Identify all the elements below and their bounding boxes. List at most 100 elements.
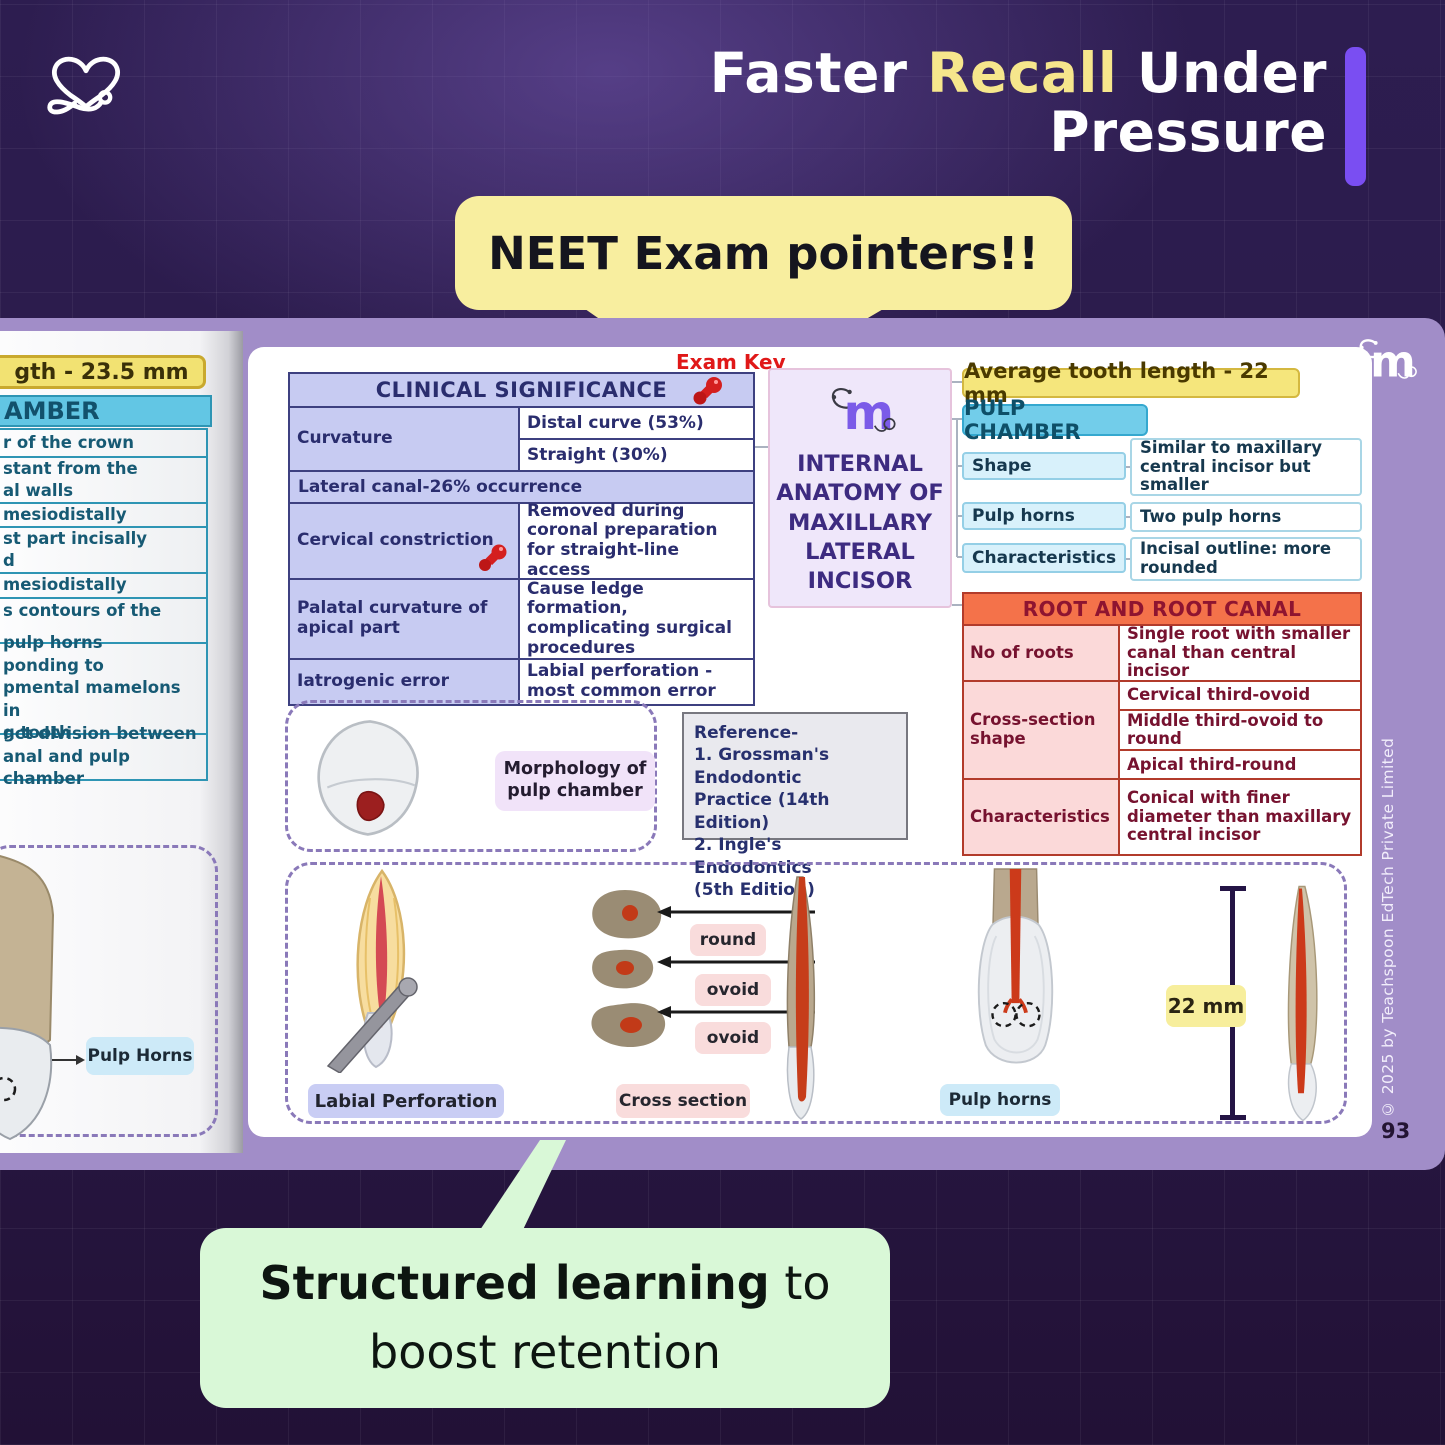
- brand-m-icon: m: [831, 385, 896, 441]
- shape-label-round: round: [690, 924, 766, 956]
- lateral-incisor-side-illustration: [1287, 885, 1318, 1122]
- morphology-panel: Morphology of pulp chamber: [285, 700, 657, 852]
- structured-callout-line2: boost retention: [369, 1325, 721, 1379]
- structured-callout-line1: Structured learning to: [259, 1249, 830, 1318]
- row-value: Single root with smaller canal than cent…: [1127, 624, 1351, 681]
- row-values: Cervical third-ovoid Middle third-ovoid …: [1120, 682, 1360, 778]
- row-value: Conical with finer diameter than maxilla…: [1127, 788, 1352, 845]
- clinical-table-title: CLINICAL SIGNIFICANCE: [290, 374, 753, 408]
- root-canal-table: ROOT AND ROOT CANAL No of roots Single r…: [962, 592, 1362, 856]
- exam-key-label: Exam Key: [676, 350, 786, 374]
- cross-section-arrows: [657, 906, 815, 1018]
- page-number: 93: [1381, 1119, 1411, 1143]
- table-row-full: Lateral canal-26% occurrence: [290, 472, 753, 504]
- accent-bar: [1345, 47, 1366, 186]
- pulp-row-value: Similar to maxillary central incisor but…: [1130, 438, 1362, 496]
- brand-m-icon-white: m: [1359, 337, 1417, 387]
- title-white-2: Under: [1117, 41, 1327, 105]
- crown-morphology-illustration: [317, 720, 419, 836]
- left-pulp-horns-label: Pulp Horns: [86, 1037, 194, 1075]
- row-label: Iatrogenic error: [290, 660, 520, 704]
- row-value: Labial perforation - most common error: [527, 661, 716, 701]
- bottom-illustration-panel: [285, 862, 1347, 1124]
- svg-text:m: m: [1370, 337, 1415, 387]
- shape-label-ovoid-2: ovoid: [695, 1022, 771, 1054]
- main-page: Exam Key CLINICAL SIGNIFICANCE Curvature…: [248, 347, 1372, 1137]
- table-row: Cervical constriction Removed during cor…: [290, 500, 753, 580]
- left-tooth-illustration: [0, 855, 55, 1141]
- table-row: Cross-section shape Cervical third-ovoid…: [964, 682, 1360, 780]
- row-value: Middle third-ovoid to round: [1120, 711, 1360, 752]
- structured-bold-text: Structured learning: [259, 1256, 770, 1310]
- row-value: Apical third-round: [1127, 754, 1297, 774]
- table-row: Characteristics Conical with finer diame…: [964, 780, 1360, 854]
- reference-line: Reference-: [694, 723, 799, 743]
- left-table-row: r of the crown: [0, 428, 208, 458]
- side-view-tooth-illustration: [786, 876, 816, 1120]
- reference-box: Reference- 1. Grossman's Endodontic Prac…: [682, 712, 908, 900]
- row-label: Characteristics: [964, 780, 1120, 854]
- mindmap-connectors: [755, 381, 1130, 606]
- heart-stethoscope-logo: [47, 56, 120, 115]
- left-table-row: mesiodistally: [0, 572, 208, 599]
- pulp-row-value: Two pulp horns: [1130, 502, 1362, 532]
- page-title-line2: Pressure: [1049, 99, 1327, 164]
- left-table-row: st part incisally d: [0, 526, 208, 574]
- pulp-horns-illustration: [977, 868, 1054, 1064]
- structured-callout: Structured learning to boost retention: [200, 1228, 890, 1408]
- page-title: Faster Recall Under Pressure: [710, 44, 1327, 162]
- left-table-row: mesiodistally: [0, 502, 208, 528]
- cross-section-blobs: [591, 890, 666, 1048]
- clinical-significance-table: CLINICAL SIGNIFICANCE Curvature Distal c…: [288, 372, 755, 706]
- left-table-row: s contours of the: [0, 597, 208, 644]
- title-highlight: Recall: [927, 41, 1118, 105]
- labial-perforation-illustration: [326, 868, 418, 1073]
- left-table-row: stant from the al walls: [0, 456, 208, 504]
- left-table-row: nct division between anal and pulp chamb…: [0, 724, 208, 788]
- row-value: Removed during coronal preparation for s…: [527, 500, 718, 580]
- left-illustration-panel: [0, 845, 218, 1137]
- labial-perforation-label: Labial Perforation: [308, 1084, 504, 1118]
- neet-callout: NEET Exam pointers!!: [455, 196, 1072, 310]
- row-label: Palatal curvature of apical part: [290, 580, 520, 658]
- length-measure-label: 22 mm: [1166, 985, 1246, 1027]
- structured-rest-text: to: [769, 1256, 831, 1310]
- avg-length-badge: Average tooth length - 22 mm: [962, 359, 1300, 407]
- left-page: gth - 23.5 mm AMBER r of the crown stant…: [0, 331, 243, 1153]
- row-value: Straight (30%): [527, 445, 668, 465]
- svg-text:m: m: [844, 385, 895, 441]
- row-value: Distal curve (53%): [520, 408, 753, 440]
- pushpin-icon: [693, 377, 722, 405]
- left-table: r of the crown stant from the al walls m…: [0, 428, 208, 788]
- row-value: Cause ledge formation, complicating surg…: [527, 578, 732, 658]
- reference-line: (5th Edition): [694, 880, 815, 901]
- title-white-1: Faster: [709, 41, 928, 105]
- pulp-row-label: Shape: [962, 452, 1126, 480]
- neet-callout-text: NEET Exam pointers!!: [488, 226, 1039, 280]
- left-pulp-chamber-header: AMBER: [0, 395, 212, 427]
- left-length-badge: gth - 23.5 mm: [0, 355, 206, 389]
- pulp-row-label: Characteristics: [962, 543, 1126, 573]
- row-values: Distal curve (53%) Straight (30%): [520, 408, 753, 470]
- row-value: Cervical third-ovoid: [1120, 682, 1360, 711]
- measurement-cap-top: [1220, 886, 1246, 891]
- table-row: Curvature Distal curve (53%) Straight (3…: [290, 408, 753, 472]
- row-label: Curvature: [290, 408, 520, 470]
- measurement-cap-bottom: [1220, 1115, 1246, 1120]
- left-table-row: pulp horns ponding to pmental mamelons i…: [0, 633, 208, 742]
- structured-callout-tail: [476, 1140, 566, 1236]
- topic-title: INTERNAL ANATOMY OF MAXILLARY LATERAL IN…: [776, 451, 944, 594]
- row-label: Cross-section shape: [964, 682, 1120, 778]
- pulp-row-label: Pulp horns: [962, 502, 1126, 530]
- pulp-chamber-header: PULP CHAMBER: [962, 396, 1148, 444]
- row-label: No of roots: [964, 626, 1120, 680]
- morphology-label: Morphology of pulp chamber: [495, 751, 655, 811]
- reference-line: Practice (14th Edition): [694, 790, 830, 833]
- page-title-line1: Faster Recall Under: [710, 44, 1327, 103]
- pushpin-icon: [479, 544, 507, 571]
- pulp-horns-label: Pulp horns: [940, 1084, 1060, 1116]
- table-row: Palatal curvature of apical part Cause l…: [290, 578, 753, 660]
- pulp-horns-arrow: [52, 1055, 85, 1065]
- reference-line: 1. Grossman's Endodontic: [694, 745, 830, 788]
